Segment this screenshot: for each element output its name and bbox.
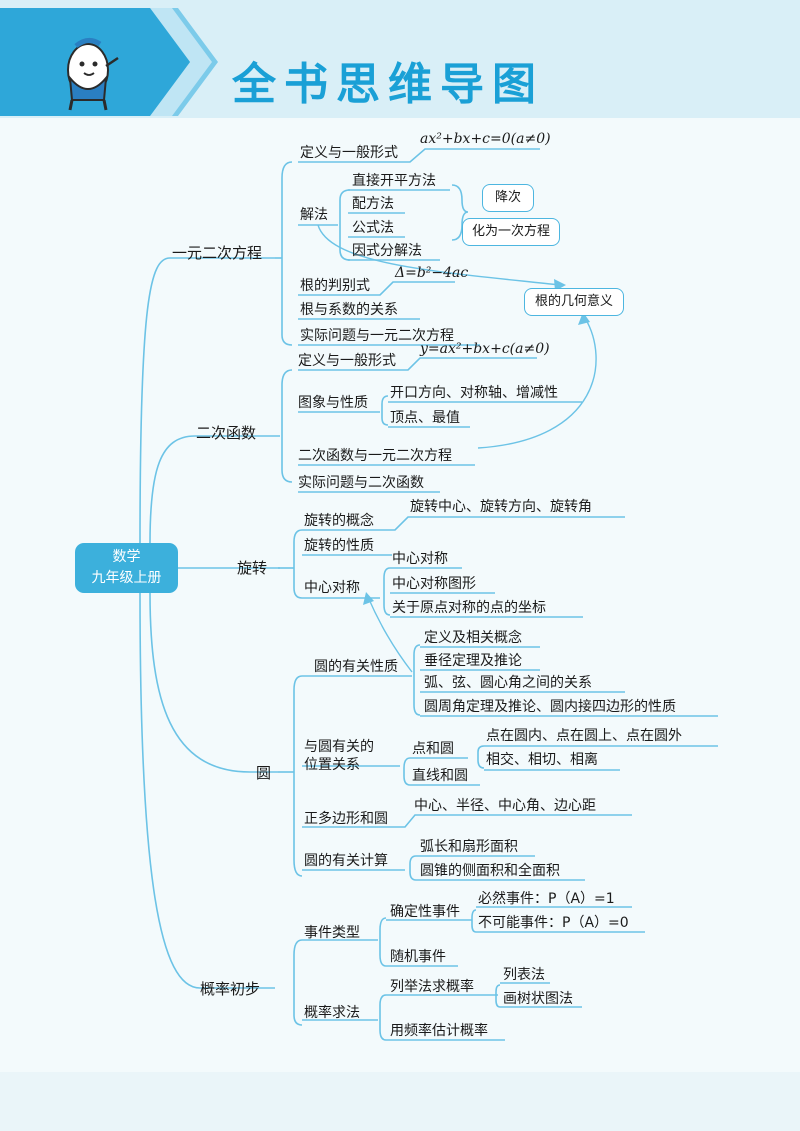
node-rot-property: 旋转的性质 — [304, 538, 374, 554]
formula-qe-general: ax²+bx+c=0(a≠0) — [420, 131, 551, 147]
footer-band — [0, 1072, 800, 1131]
enum-item: 画树状图法 — [503, 991, 573, 1007]
polygon-detail: 中心、半径、中心角、边心距 — [414, 798, 596, 814]
node-qf-relation: 二次函数与一元二次方程 — [298, 448, 452, 464]
node-quadratic-equation: 一元二次方程 — [172, 244, 263, 262]
node-qf-definition: 定义与一般形式 — [298, 353, 396, 369]
node-circle-props: 圆的有关性质 — [314, 659, 398, 675]
central-item: 关于原点对称的点的坐标 — [392, 600, 546, 616]
note-reduce: 降次 — [482, 184, 534, 212]
node-line-circle: 直线和圆 — [412, 768, 468, 784]
node-event-types: 事件类型 — [304, 925, 360, 941]
node-qe-application: 实际问题与一元二次方程 — [300, 328, 454, 344]
line-detail: 相交、相切、相离 — [486, 752, 598, 768]
formula-discriminant: Δ=b²−4ac — [395, 265, 469, 281]
node-circle-position-2: 位置关系 — [304, 757, 360, 773]
method-item: 配方法 — [352, 196, 394, 212]
mascot-icon — [67, 38, 119, 111]
calc-item: 弧长和扇形面积 — [420, 839, 518, 855]
impossible-event: 不可能事件：P（A）=0 — [478, 915, 629, 931]
root-line2: 九年级上册 — [91, 570, 162, 586]
props-item: 定义及相关概念 — [424, 630, 522, 646]
central-item: 中心对称图形 — [392, 576, 476, 592]
node-polygon-circle: 正多边形和圆 — [304, 811, 388, 827]
node-qe-definition: 定义与一般形式 — [300, 145, 398, 161]
graph-item: 开口方向、对称轴、增减性 — [390, 385, 558, 401]
method-item: 因式分解法 — [352, 243, 422, 259]
graph-item: 顶点、最值 — [390, 410, 460, 426]
root-node: 数学 九年级上册 — [75, 543, 178, 593]
node-circle-position-1: 与圆有关的 — [304, 739, 374, 755]
certain-event: 必然事件：P（A）=1 — [478, 891, 615, 907]
central-item: 中心对称 — [392, 551, 448, 567]
node-qf-graph: 图象与性质 — [298, 395, 368, 411]
props-item: 垂径定理及推论 — [424, 653, 522, 669]
calc-item: 圆锥的侧面积和全面积 — [420, 863, 560, 879]
props-item: 圆周角定理及推论、圆内接四边形的性质 — [424, 699, 676, 715]
header-decoration — [0, 8, 218, 116]
node-qe-methods: 解法 — [300, 207, 328, 223]
node-circle-calc: 圆的有关计算 — [304, 853, 388, 869]
node-enumerate: 列举法求概率 — [390, 979, 474, 995]
node-rotation: 旋转 — [237, 559, 268, 577]
note-linear: 化为一次方程 — [462, 218, 560, 246]
node-frequency: 用频率估计概率 — [390, 1023, 488, 1039]
note-geometric: 根的几何意义 — [524, 288, 624, 316]
node-quadratic-function: 二次函数 — [196, 424, 257, 442]
point-detail: 点在圆内、点在圆上、点在圆外 — [486, 728, 682, 744]
page-title: 全书思维导图 — [232, 59, 544, 110]
node-qe-vieta: 根与系数的关系 — [300, 302, 398, 318]
node-qf-application: 实际问题与二次函数 — [298, 475, 424, 491]
enum-item: 列表法 — [503, 967, 545, 983]
props-item: 弧、弦、圆心角之间的关系 — [424, 675, 592, 691]
node-point-circle: 点和圆 — [412, 741, 454, 757]
node-rot-central: 中心对称 — [304, 580, 360, 596]
node-deterministic: 确定性事件 — [390, 904, 460, 920]
node-qe-discriminant: 根的判别式 — [300, 278, 370, 294]
formula-qf-general: y=ax²+bx+c(a≠0) — [420, 341, 550, 357]
node-prob-methods: 概率求法 — [304, 1005, 360, 1021]
method-item: 直接开平方法 — [352, 173, 436, 189]
rot-concept-detail: 旋转中心、旋转方向、旋转角 — [410, 499, 592, 515]
node-probability: 概率初步 — [200, 980, 261, 998]
node-circle: 圆 — [256, 764, 272, 782]
root-line1: 数学 — [112, 549, 141, 565]
node-random: 随机事件 — [390, 949, 446, 965]
method-item: 公式法 — [352, 220, 394, 236]
node-rot-concept: 旋转的概念 — [304, 513, 374, 529]
